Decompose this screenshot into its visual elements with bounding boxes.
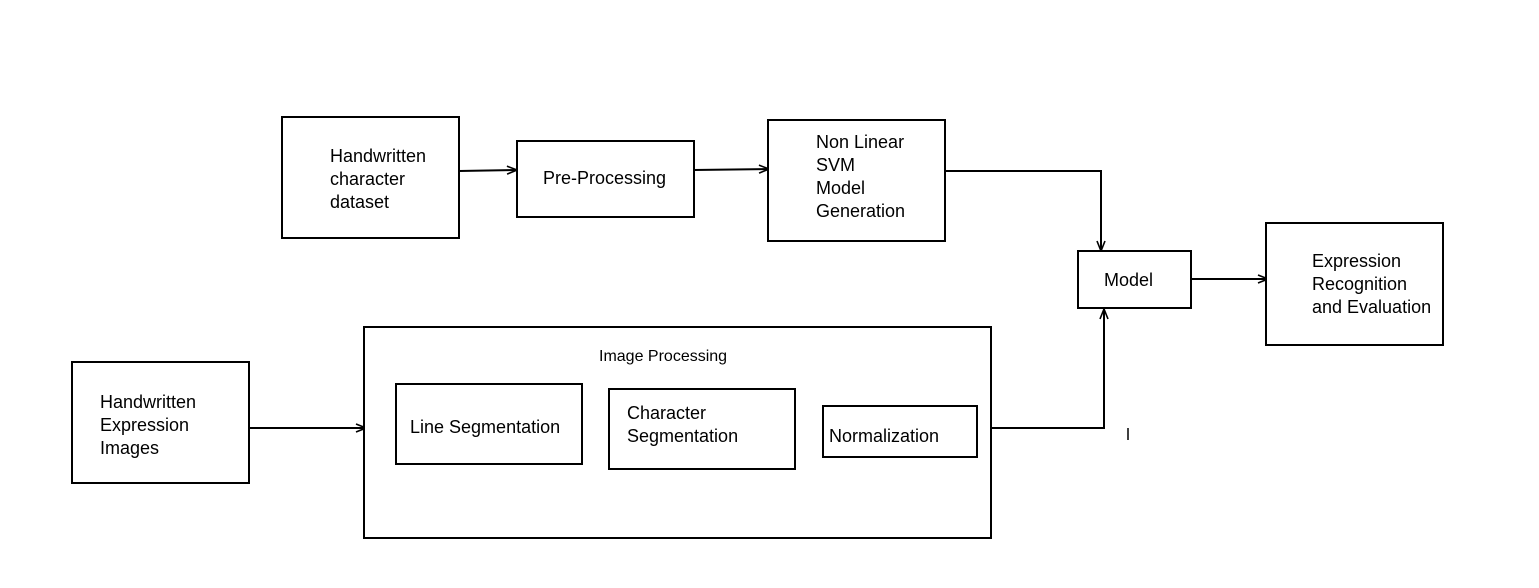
preprocessing-node: Pre-Processing: [516, 140, 695, 218]
arrow-dataset-to-preprocessing: [458, 170, 517, 171]
input-images-label: Handwritten Expression Images: [100, 392, 197, 458]
image-processing-title: Image Processing: [599, 348, 728, 365]
line-segmentation-node: Line Segmentation: [395, 383, 583, 465]
evaluation-label: Expression Recognition and Evaluation: [1312, 251, 1432, 317]
character-segmentation-node: Character Segmentation: [608, 388, 796, 470]
normalization-node: Normalization: [822, 405, 978, 458]
dataset-label: Handwritten character dataset: [330, 146, 427, 212]
line-segmentation-label: Line Segmentation: [410, 417, 561, 437]
arrow-preprocessing-to-svm: [693, 169, 769, 170]
arrow-image-processing-to-model: [991, 309, 1104, 429]
preprocessing-label: Pre-Processing: [543, 168, 667, 188]
arrow-svm-to-model: [944, 170, 1101, 251]
svm-node: Non Linear SVM Model Generation: [767, 119, 946, 242]
model-node: Model: [1077, 250, 1192, 309]
svm-label: Non Linear SVM Model Generation: [816, 132, 906, 221]
input-images-node: Handwritten Expression Images: [71, 361, 250, 484]
evaluation-node: Expression Recognition and Evaluation: [1265, 222, 1444, 346]
normalization-label: Normalization: [829, 426, 940, 446]
dataset-node: Handwritten character dataset: [281, 116, 460, 239]
character-segmentation-label: Character Segmentation: [627, 403, 739, 446]
model-label: Model: [1104, 270, 1154, 290]
